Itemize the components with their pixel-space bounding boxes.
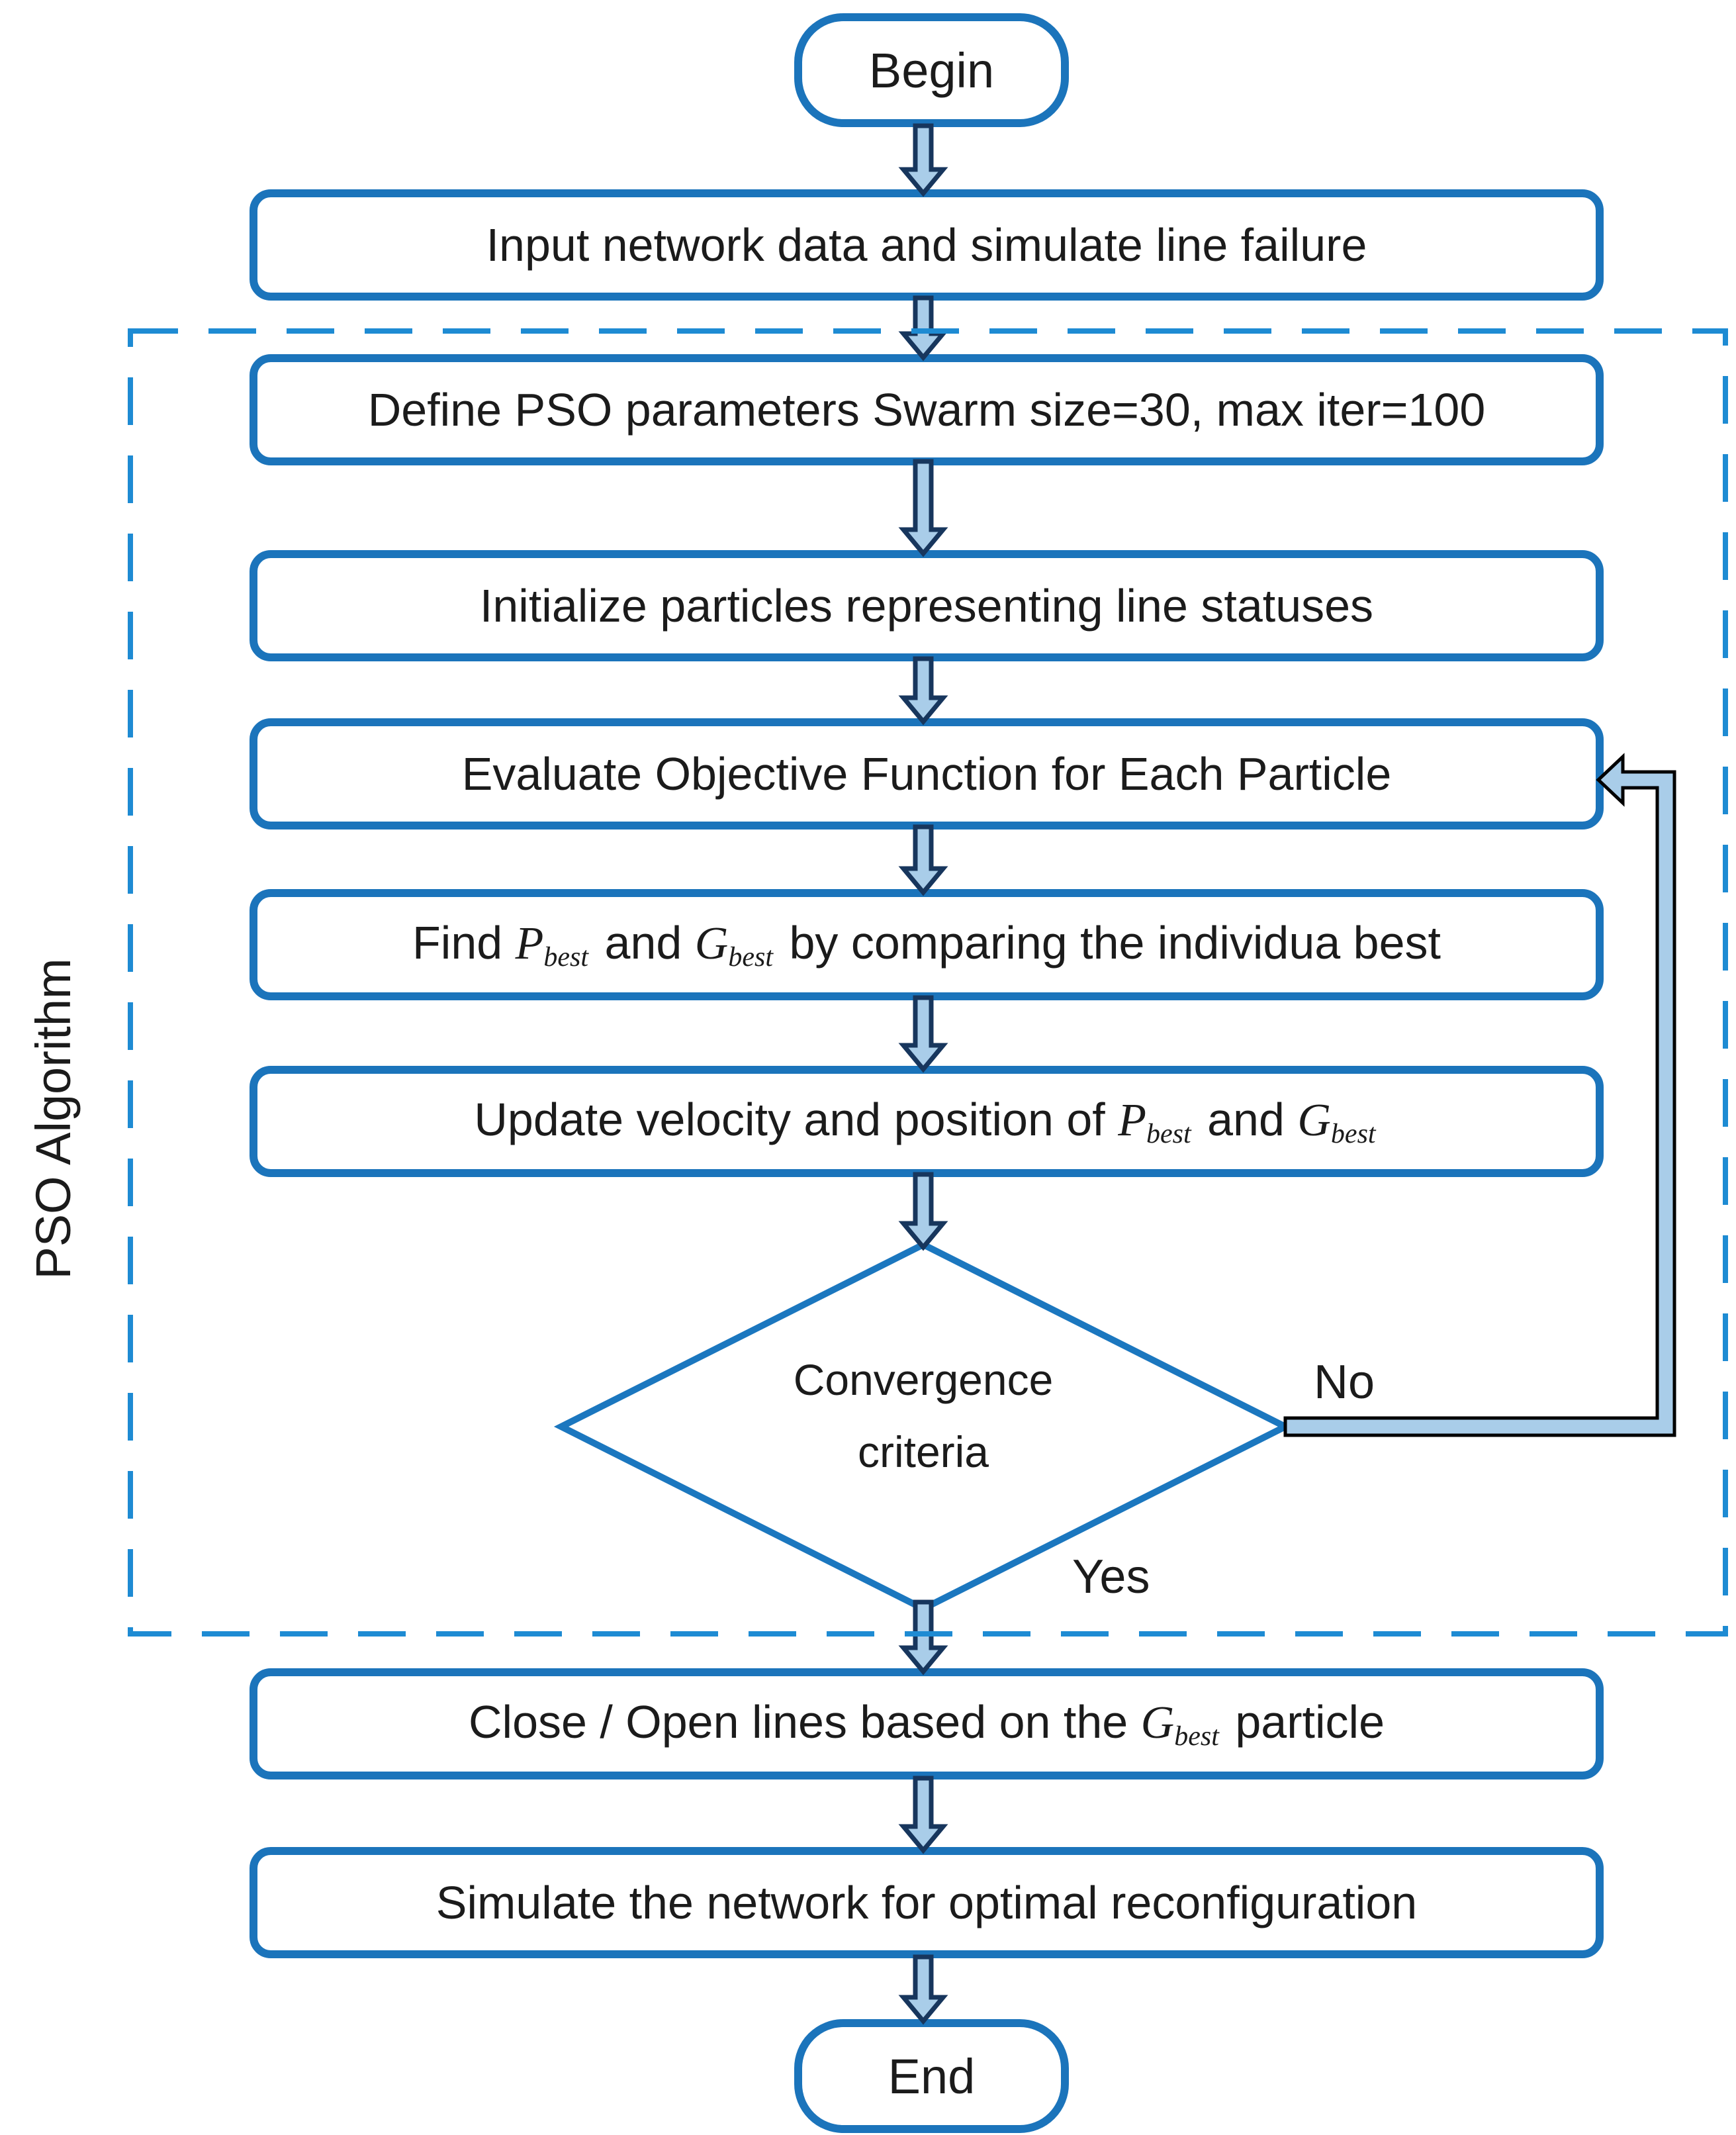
math-sub-best: best bbox=[728, 942, 774, 973]
process-label: Input network data and simulate line fai… bbox=[486, 219, 1367, 271]
process-label: Update velocity and position of Pbest an… bbox=[474, 1093, 1379, 1151]
arrow-down-initialize-to-evaluate-icon bbox=[898, 656, 948, 726]
process-label: Define PSO parameters Swarm size=30, max… bbox=[367, 384, 1486, 436]
end-terminal: End bbox=[794, 2019, 1069, 2133]
process-input-network-data: Input network data and simulate line fai… bbox=[250, 189, 1604, 301]
decision-line-1: Convergence bbox=[793, 1355, 1054, 1404]
process-evaluate-objective: Evaluate Objective Function for Each Par… bbox=[250, 718, 1604, 830]
arrow-down-define-to-initialize-icon bbox=[898, 459, 948, 557]
math-sub-best: best bbox=[1174, 1721, 1219, 1752]
process-label: Initialize particles representing line s… bbox=[479, 580, 1374, 632]
process-simulate-network: Simulate the network for optimal reconfi… bbox=[250, 1847, 1604, 1958]
end-label: End bbox=[888, 2048, 976, 2104]
process-define-pso-parameters: Define PSO parameters Swarm size=30, max… bbox=[250, 354, 1604, 465]
text-segment: Close / Open lines based on the bbox=[468, 1695, 1141, 1748]
text-segment: Update velocity and position of bbox=[474, 1093, 1119, 1145]
process-find-pbest-gbest: Find Pbest and Gbest by comparing the in… bbox=[250, 889, 1604, 1000]
text-segment: by comparing the individua best bbox=[776, 916, 1441, 969]
text-segment: and bbox=[592, 916, 695, 969]
arrow-down-evaluate-to-find-icon bbox=[898, 824, 948, 896]
arrow-down-begin-to-input-icon bbox=[898, 123, 948, 197]
begin-terminal: Begin bbox=[794, 13, 1069, 127]
arrow-down-close-open-to-simulate-icon bbox=[898, 1776, 948, 1854]
process-close-open-lines: Close / Open lines based on the Gbest pa… bbox=[250, 1668, 1604, 1779]
process-label: Evaluate Objective Function for Each Par… bbox=[461, 748, 1392, 800]
process-label: Simulate the network for optimal reconfi… bbox=[435, 1877, 1418, 1928]
math-var-g: G bbox=[694, 918, 729, 969]
math-sub-best: best bbox=[1146, 1119, 1191, 1150]
math-var-p: P bbox=[515, 918, 544, 969]
pso-algorithm-group-label: PSO Algorithm bbox=[25, 958, 81, 1280]
arrow-down-simulate-to-end-icon bbox=[898, 1954, 948, 2025]
process-label: Close / Open lines based on the Gbest pa… bbox=[469, 1695, 1385, 1753]
decision-label: Convergence criteria bbox=[692, 1344, 1155, 1488]
process-label: Find Pbest and Gbest by comparing the in… bbox=[412, 916, 1441, 974]
math-var-p: P bbox=[1118, 1094, 1146, 1146]
text-segment: particle bbox=[1222, 1695, 1385, 1748]
text-segment: and bbox=[1194, 1093, 1298, 1145]
arrow-down-find-to-update-icon bbox=[898, 995, 948, 1073]
math-sub-best: best bbox=[1330, 1119, 1376, 1150]
decision-line-2: criteria bbox=[857, 1427, 989, 1476]
begin-label: Begin bbox=[868, 42, 995, 98]
arrow-down-update-to-decision-icon bbox=[898, 1172, 948, 1251]
process-update-velocity-position: Update velocity and position of Pbest an… bbox=[250, 1066, 1604, 1177]
arrow-down-input-to-define-icon bbox=[898, 295, 948, 361]
math-sub-best: best bbox=[543, 942, 589, 973]
math-var-g: G bbox=[1140, 1697, 1175, 1748]
text-segment: Find bbox=[412, 916, 516, 969]
math-var-g: G bbox=[1297, 1094, 1331, 1146]
arrow-down-yes-to-close-open-icon bbox=[898, 1599, 948, 1676]
edge-label-no: No bbox=[1314, 1356, 1375, 1409]
process-initialize-particles: Initialize particles representing line s… bbox=[250, 550, 1604, 661]
edge-label-yes: Yes bbox=[1072, 1550, 1150, 1603]
